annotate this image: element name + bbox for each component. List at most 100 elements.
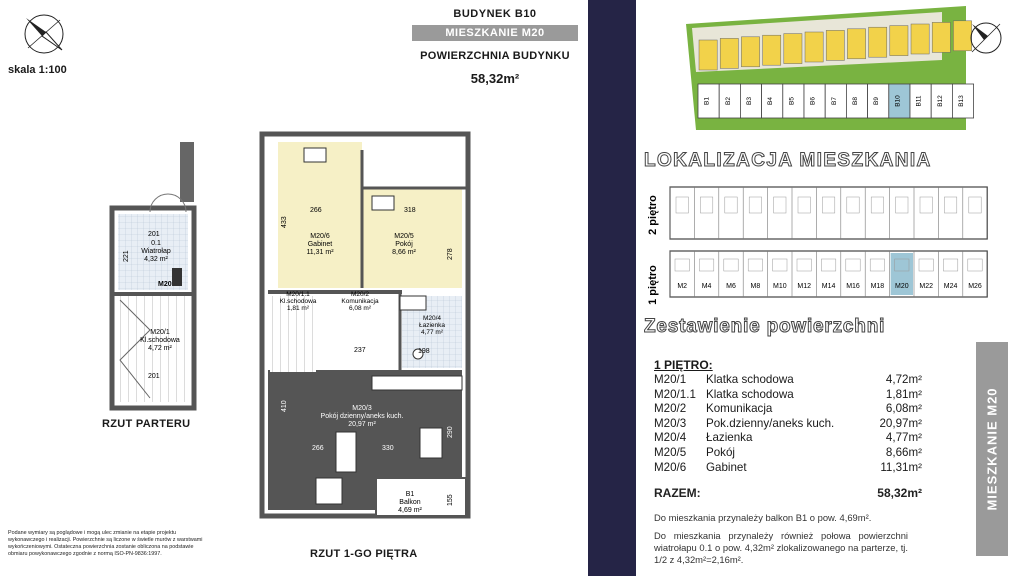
unit-label: M4 (702, 283, 712, 290)
unit-cell (915, 253, 938, 295)
unit-cell (719, 253, 743, 295)
unit-label: M22 (919, 283, 933, 290)
unit-label: M12 (797, 283, 811, 290)
ff-room3-id: M20/3 (352, 405, 372, 412)
unit-cell (890, 253, 913, 295)
building-label: B8 (852, 97, 859, 105)
ff-dim-266a: 266 (310, 207, 322, 214)
footnote: Podane wymiary są poglądowe i mogą ulec … (8, 530, 203, 557)
unit-cell (866, 253, 889, 295)
ff-room11-id: M20/1.1 (286, 291, 310, 298)
unit-label: M2 (677, 283, 687, 290)
building-label: B7 (831, 97, 838, 105)
garden-plot (762, 34, 782, 66)
floor-plan-page: skala 1:100 BUDYNEK B10 MIESZKANIE M20 P… (8, 8, 578, 560)
gf-dim-3: 201 (148, 373, 160, 380)
summary-floor-header: 1 PIĘTRO: (654, 358, 713, 372)
unit-cell (695, 253, 718, 295)
ff-room5-area: 8,66 m² (392, 249, 416, 256)
floor-label-2: 2 piętro (647, 195, 659, 235)
ff-room3-area: 20,97 m² (348, 421, 376, 428)
ff-dim-330: 330 (382, 445, 394, 452)
garden-plot (698, 39, 718, 71)
ff-room6-name: Gabinet (308, 241, 333, 248)
building-label: B12 (937, 95, 944, 107)
ff-room4-area: 4,77 m² (421, 329, 444, 336)
north-arrow-icon (24, 14, 64, 54)
ff-room2-name: Komunikacja (341, 298, 379, 305)
gf-room2-id: M20/1 (150, 329, 170, 336)
ff-room5-name: Pokój (395, 241, 413, 248)
unit-cell (793, 253, 816, 295)
building-label: B4 (767, 97, 774, 105)
gf-room1-name: Wiatrołap (141, 248, 171, 255)
unit-label: M10 (773, 283, 787, 290)
building-label: B2 (725, 97, 732, 105)
apartment-badge: MIESZKANIE M20 (412, 25, 578, 41)
vestibule-note: Do mieszkania przynależy również połowa … (654, 530, 908, 565)
ff-room6-id: M20/6 (310, 233, 330, 240)
building-label: B5 (788, 97, 795, 105)
unit-label: M24 (944, 283, 958, 290)
ff-dim-290: 290 (447, 426, 454, 438)
ff-room3-name: Pokój dzienny/aneks kuch. (321, 413, 404, 420)
building-label: B6 (810, 97, 817, 105)
unit-cell (744, 253, 767, 295)
ff-dim-433: 433 (281, 216, 288, 228)
ff-dim-155: 155 (447, 494, 454, 506)
unit-label: M6 (726, 283, 736, 290)
scale-label: skala 1:100 (8, 64, 67, 76)
unit-label: M8 (751, 283, 761, 290)
building-label: B9 (873, 97, 880, 105)
ff-room5-id: M20/5 (394, 233, 414, 240)
garden-plot (910, 23, 930, 55)
site-north-icon (970, 22, 1002, 54)
garden-plot (889, 25, 909, 56)
apartment-side-label: MIESZKANIE M20 (976, 342, 1008, 556)
unit-cell (841, 253, 865, 295)
summary-title: Zestawienie powierzchni (644, 316, 886, 338)
ff-room4-name: Łazienka (419, 322, 445, 329)
ff-dim-237: 237 (354, 347, 366, 354)
garden-plot (719, 38, 739, 69)
ground-floor-plan (109, 142, 197, 411)
total-row: RAZEM: 58,32m² (654, 486, 922, 500)
gf-room1-id: 0.1 (151, 240, 161, 247)
gf-room2-area: 4,72 m² (148, 345, 172, 352)
gf-apartment-tag: M20 (158, 281, 172, 288)
unit-label: M16 (846, 283, 860, 290)
ff-room4-id: M20/4 (423, 315, 441, 322)
building-name: BUDYNEK B10 (453, 8, 537, 20)
gf-dim-1: 201 (148, 231, 160, 238)
ff-dim-198: 198 (418, 348, 430, 355)
ff-room2-area: 6,08 m² (349, 305, 372, 312)
ff-room11-name: Kl.schodowa (280, 298, 317, 305)
unit-cell (963, 253, 987, 295)
unit-cell (817, 253, 840, 295)
ff-balcony-area: 4,69 m² (398, 507, 422, 514)
building-label: B13 (958, 95, 965, 107)
garden-plot (931, 22, 951, 53)
floor-plans-drawing: 201 221 0.1 Wiatrołap 4,32 m² M20 M20/1 … (109, 131, 471, 519)
building-label: B3 (746, 97, 753, 105)
garden-plot (953, 20, 972, 52)
unit-cell (939, 253, 962, 295)
garden-plot (783, 33, 803, 64)
balcony-note: Do mieszkania przynależy balkon B1 o pow… (654, 512, 872, 523)
garden-plot (741, 36, 760, 68)
ff-dim-318: 318 (404, 207, 416, 214)
gf-room2-name: Kl.schodowa (140, 337, 180, 344)
ff-balcony-name: Balkon (399, 499, 421, 506)
unit-label: M14 (822, 283, 836, 290)
